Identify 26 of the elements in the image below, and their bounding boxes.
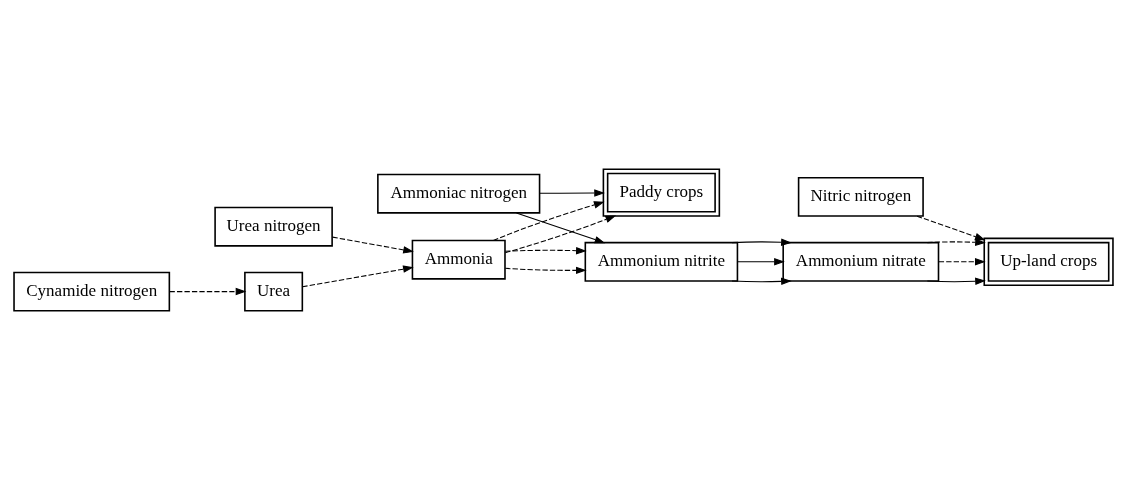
arrow — [916, 215, 986, 241]
arrow — [504, 246, 587, 255]
arrow — [731, 277, 792, 286]
arrow — [301, 265, 414, 288]
node-box: Ammonium nitrite — [584, 241, 739, 282]
node-box: Nitric nitrogen — [797, 176, 924, 217]
node-box: Ammonium nitrate — [782, 241, 940, 282]
node-box: Paddy crops — [602, 168, 721, 217]
arrow — [926, 277, 986, 286]
arrow — [492, 201, 605, 241]
node-box: Ammonia — [411, 239, 506, 280]
arrow — [504, 215, 617, 254]
arrow — [539, 189, 605, 197]
arrow — [737, 258, 785, 266]
arrow — [926, 238, 986, 246]
node-box: Urea nitrogen — [214, 206, 333, 247]
node-box: Urea — [244, 271, 304, 312]
node-box: Cynamide nitrogen — [13, 271, 171, 312]
arrow — [169, 287, 247, 296]
arrow — [731, 238, 792, 246]
arrow — [332, 236, 414, 254]
arrow — [504, 266, 587, 275]
node-box: Up-land crops — [983, 237, 1114, 286]
node-box: Ammoniac nitrogen — [377, 173, 541, 214]
arrow — [515, 212, 606, 244]
arrow — [938, 258, 986, 266]
